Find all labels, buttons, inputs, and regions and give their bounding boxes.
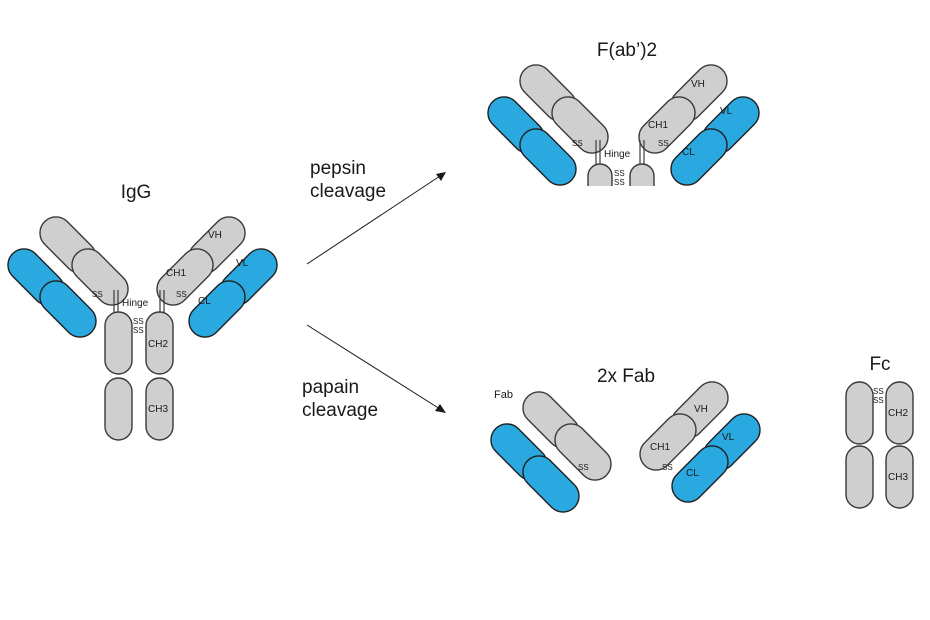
fc-ch2-label: CH2 [888,408,908,419]
fab-left-ss-label: SS [578,463,589,472]
fab2-vl-label: VL [720,106,733,117]
fab2-right-ss-label: SS [658,139,669,148]
igg-right-ch1-domain [156,248,214,306]
fc-right-ch3-domain [885,445,914,509]
fc-left-ch2-domain [845,381,874,445]
igg-right-ch2-domain [145,311,174,375]
igg-left-ss-label: SS [92,290,103,299]
fc-right-ch2-domain [885,381,914,445]
fc-title: Fc [869,354,890,375]
papain-label-line2: cleavage [302,400,378,421]
fab2-left-ch1-domain [551,96,609,154]
fab-title: 2x Fab [597,366,655,387]
fab2-cl-label: CL [682,147,695,158]
papain-arrow: papain cleavage [302,324,446,421]
igg-vl-label: VL [236,258,249,269]
fc-ss-label-2: SS [873,396,884,405]
fab-right-ss-label: SS [662,463,673,472]
fab2-vh-label: VH [691,79,705,90]
fab2-left-hinge-stub [587,163,613,186]
igg-hinge-label: Hinge [122,298,149,309]
fab-right-cl-domain [671,445,729,503]
fab2-left-ss-label: SS [572,139,583,148]
igg-title: IgG [121,182,152,203]
igg-right-cl-domain [188,280,246,338]
fc-left-ch3-domain [845,445,874,509]
fc-fragment: Fc SS SS CH2 CH3 [845,354,914,509]
pepsin-arrow: pepsin cleavage [306,158,446,265]
igg-left-cl-domain [39,280,97,338]
igg-ch2-label: CH2 [148,339,168,350]
igg-left-ch3-domain [104,377,133,441]
igg-ch1-label: CH1 [166,268,186,279]
igg-vh-label: VH [208,230,222,241]
igg-ss-label-1: SS [133,317,144,326]
fab-fragments: 2x Fab Fab SS VH VL CH1 CL SS [490,366,761,513]
fab2-title: F(ab’)2 [597,40,657,61]
papain-label-line1: papain [302,377,359,398]
fab2-ch1-label: CH1 [648,120,668,131]
fab2-ss-label-2: SS [614,178,625,187]
fab-ch1-label: CH1 [650,442,670,453]
fc-ss-label-1: SS [873,387,884,396]
pepsin-label-line1: pepsin [310,158,366,179]
fab2-right-cl-domain [670,128,728,186]
igg-cl-label: CL [198,296,211,307]
fab2-ss-label-1: SS [614,169,625,178]
fab-left-ch1-domain [554,423,612,481]
fab-left-cl-domain [522,455,580,513]
fab2-hinge-label: Hinge [604,149,631,160]
fab-vl-label: VL [722,432,735,443]
fc-ch3-label: CH3 [888,472,908,483]
fab2-right-hinge-stub [629,163,655,186]
igg-right-ss-label: SS [176,290,187,299]
igg-ch3-label: CH3 [148,404,168,415]
igg-left-ch2-domain [104,311,133,375]
igg-antibody: IgG SS VH VL CH1 CL SS Hinge SS SS CH2 C… [7,182,278,441]
fab-vh-label: VH [694,404,708,415]
igg-ss-label-2: SS [133,326,144,335]
fab-right-ch1-domain [639,413,697,471]
fab2-fragment: F(ab’)2 SS VH VL CH1 CL SS Hinge SS SS [487,40,760,187]
fab-label: Fab [494,389,513,401]
igg-right-ch3-domain [145,377,174,441]
fab2-left-cl-domain [519,128,577,186]
pepsin-label-line2: cleavage [310,181,386,202]
fab-cl-label: CL [686,468,699,479]
